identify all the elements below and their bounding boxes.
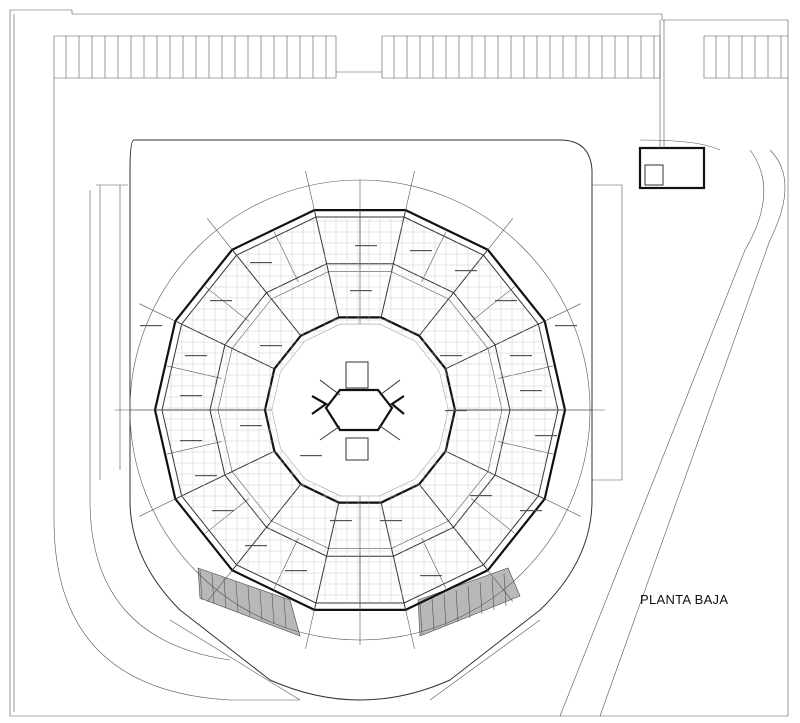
drawing-title: PLANTA BAJA — [640, 592, 729, 607]
entrance-aprons — [197, 567, 521, 637]
room-label-marks — [140, 245, 577, 577]
parking-strip — [53, 35, 788, 79]
floor-tile-grid — [162, 217, 558, 603]
right-road — [559, 139, 786, 717]
guard-booth — [638, 20, 706, 190]
radial-partitions — [115, 171, 605, 649]
outer-enclosure — [96, 139, 623, 701]
site-boundary — [9, 9, 789, 717]
access-road — [53, 78, 300, 701]
central-core — [311, 361, 405, 461]
